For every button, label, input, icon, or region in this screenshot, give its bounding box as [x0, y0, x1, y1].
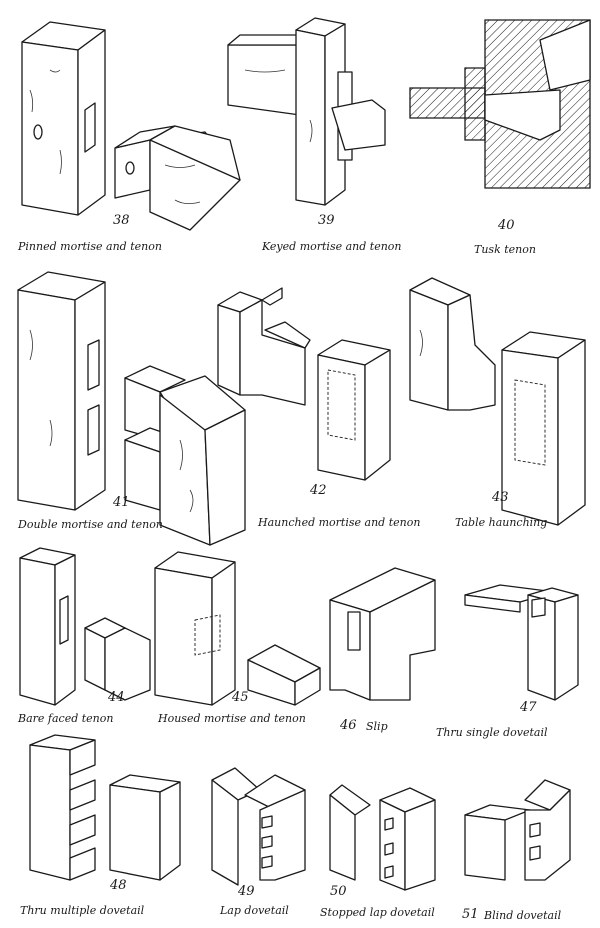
fig-42-caption: Haunched mortise and tenon [258, 516, 421, 529]
fig-46-caption: Slip [366, 720, 388, 733]
fig-39-number: 39 [318, 213, 335, 228]
fig-40-drawing [409, 19, 591, 189]
fig-47-number: 47 [520, 700, 537, 715]
fig-43-caption: Table haunching [455, 516, 548, 529]
fig-47-caption: Thru single dovetail [436, 726, 548, 739]
fig-49-caption: Lap dovetail [220, 904, 289, 917]
fig-38-drawing [21, 21, 241, 231]
fig-44-drawing [19, 547, 151, 706]
fig-51-drawing [464, 779, 571, 881]
fig-50-number: 50 [330, 884, 347, 899]
fig-44-caption: Bare faced tenon [18, 712, 114, 725]
fig-41-drawing [17, 271, 246, 546]
fig-42-drawing [217, 287, 391, 481]
fig-48-caption: Thru multiple dovetail [20, 904, 145, 917]
fig-41-caption: Double mortise and tenon [18, 518, 163, 531]
fig-45-drawing [154, 551, 321, 706]
fig-50-caption: Stopped lap dovetail [320, 906, 435, 919]
fig-49-number: 49 [238, 884, 255, 899]
fig-39-caption: Keyed mortise and tenon [262, 240, 402, 253]
fig-40-number: 40 [498, 218, 515, 233]
fig-43-drawing [409, 277, 586, 526]
fig-44-number: 44 [108, 690, 125, 705]
fig-43-number: 43 [492, 490, 509, 505]
fig-51-number: 51 [462, 907, 479, 922]
fig-38-caption: Pinned mortise and tenon [18, 240, 162, 253]
fig-40-caption: Tusk tenon [474, 243, 536, 256]
fig-42-number: 42 [310, 483, 327, 498]
fig-46-drawing [329, 567, 436, 701]
fig-50-drawing [329, 784, 436, 891]
fig-41-number: 41 [113, 495, 130, 510]
fig-49-drawing [211, 767, 306, 886]
fig-48-drawing [29, 734, 181, 881]
fig-48-number: 48 [110, 878, 127, 893]
fig-45-caption: Housed mortise and tenon [158, 712, 306, 725]
fig-38-number: 38 [113, 213, 130, 228]
fig-39-drawing [227, 17, 386, 206]
fig-47-drawing [464, 584, 579, 701]
fig-45-number: 45 [232, 690, 249, 705]
fig-46-number: 46 [340, 718, 357, 733]
fig-51-caption: Blind dovetail [484, 909, 562, 922]
